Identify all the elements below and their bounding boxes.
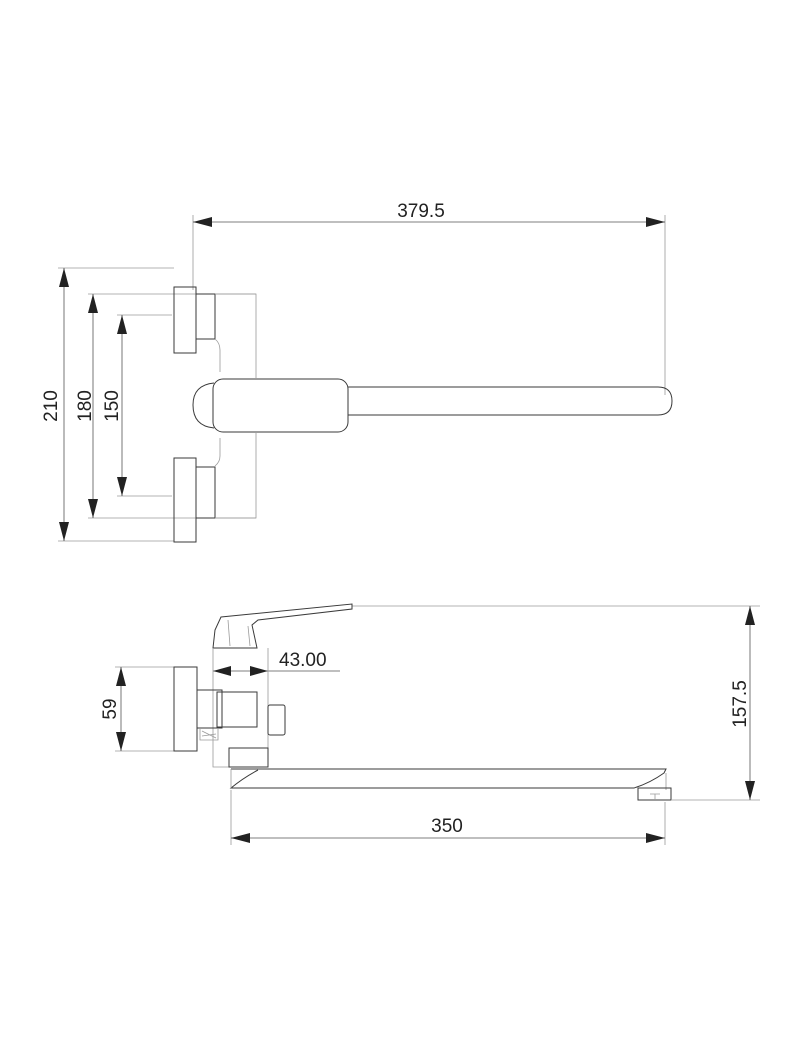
- dimension-label-180: 180: [75, 390, 96, 422]
- dimension-180: 180: [75, 293, 256, 519]
- cap: [267, 704, 286, 736]
- dimension-210: 210: [41, 267, 174, 542]
- lever-handle: [212, 603, 353, 649]
- flange-lower: [173, 457, 197, 543]
- top-view: 379.5 210 180 150: [41, 201, 673, 543]
- flange: [173, 666, 198, 752]
- nut: [196, 689, 223, 729]
- dimension-label-43: 43.00: [279, 650, 327, 671]
- dimension-43: 43.00: [213, 650, 340, 676]
- dimension-379-5: 379.5: [192, 201, 666, 395]
- lever-body: [212, 378, 349, 433]
- dimension-label-350: 350: [431, 816, 463, 837]
- aerator: [637, 787, 672, 801]
- side-view: 157.5 59 43.00 350: [100, 603, 760, 845]
- dimension-label-379-5: 379.5: [397, 201, 445, 222]
- spout-top: [348, 386, 673, 416]
- dimension-label-150: 150: [102, 390, 123, 422]
- dimension-59: 59: [100, 666, 174, 752]
- faucet-top-outline: [173, 286, 673, 543]
- faucet-side-outline: [173, 603, 672, 801]
- dimension-label-157-5: 157.5: [730, 680, 751, 728]
- spout: [229, 768, 667, 789]
- dimension-150: 150: [102, 314, 172, 497]
- dimension-157-5: 157.5: [352, 605, 760, 801]
- dimension-label-59: 59: [100, 698, 121, 719]
- dimension-350: 350: [230, 790, 666, 845]
- knob: [192, 382, 215, 429]
- dimension-label-210: 210: [41, 390, 62, 422]
- flange-upper: [173, 286, 197, 354]
- connector: [216, 691, 258, 728]
- collar: [228, 747, 269, 768]
